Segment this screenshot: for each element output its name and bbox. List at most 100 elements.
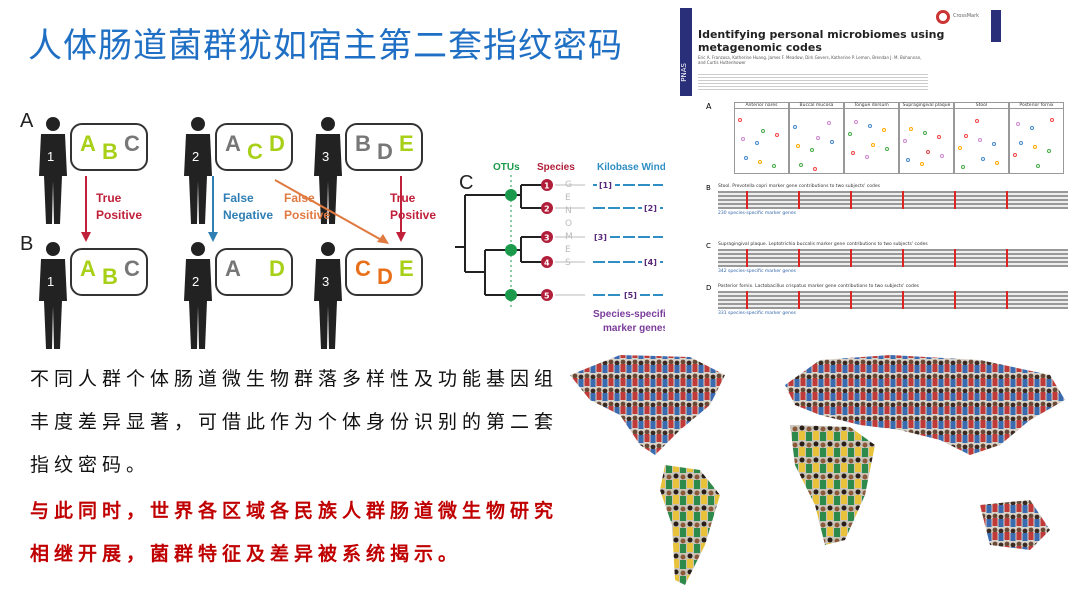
- microbe-letter: A: [225, 256, 241, 281]
- arrow-down: [208, 176, 218, 242]
- crossmark-icon: [936, 10, 950, 24]
- slide-title: 人体肠道菌群犹如宿主第二套指纹密码: [28, 26, 623, 66]
- panel-a-label: A: [20, 110, 34, 132]
- genomes-letter: S: [565, 258, 571, 268]
- person-silhouette-icon: 3: [314, 242, 342, 349]
- site-panel: Anterior nares: [734, 102, 789, 174]
- person-silhouette-icon: 2: [184, 242, 212, 349]
- marker-window: [5]: [624, 291, 637, 300]
- paragraph-diversity: 不同人群个体肠道微生物群落多样性及功能基因组丰度差异显著，可借此作为个体身份识别…: [30, 368, 559, 476]
- microbe-letter: D: [269, 256, 285, 281]
- microbe-letter: D: [377, 139, 393, 164]
- genomes-letter: N: [565, 206, 572, 216]
- paper-tab: [991, 10, 1001, 42]
- microbe-letter: E: [399, 131, 414, 156]
- microbe-letter: B: [355, 131, 371, 156]
- site-label: Anterior nares: [735, 103, 788, 109]
- otus-label: OTUs: [493, 162, 520, 173]
- arrow-label-line2: Positive: [96, 208, 143, 222]
- kilobase-label: Kilobase Windows: [597, 162, 665, 173]
- world-map-people-mosaic: [570, 355, 1065, 585]
- marker-gene-bars: [718, 291, 1068, 309]
- crossmark-label: CrossMark: [953, 13, 980, 19]
- site-panel: Stool: [954, 102, 1009, 174]
- species-node: [541, 289, 553, 301]
- paper-title: Identifying personal microbiomes using m…: [698, 28, 944, 54]
- site-panel: Supragingival plaque: [899, 102, 954, 174]
- genomes-letter: G: [565, 180, 572, 190]
- site-label: Posterior fornix: [1010, 103, 1063, 109]
- arrow-label-line2: Positive: [390, 208, 437, 222]
- person-number: 1: [47, 274, 54, 289]
- continent-south-america: [660, 465, 720, 585]
- arrow-diagonal: [274, 179, 389, 244]
- microbe-letter: D: [377, 264, 393, 289]
- paper-thumbnail: PNAS CrossMark Identifying personal micr…: [668, 0, 1073, 332]
- otu-node: [505, 189, 517, 201]
- arrow-label-line2: Positive: [284, 208, 331, 222]
- person-silhouette-icon: 2: [184, 117, 212, 224]
- arrow-label-line1: False: [223, 191, 254, 205]
- site-label: Stool: [955, 103, 1008, 109]
- marker-window: [4]: [644, 258, 657, 267]
- paper-authors: Eric A. Franzosa, Katherine Huang, James…: [698, 55, 922, 65]
- person-silhouette-icon: 1: [39, 117, 67, 224]
- person-number: 3: [322, 274, 329, 289]
- pnas-logo: PNAS: [680, 63, 688, 82]
- paragraph-highlight: 与此同时，世界各区域各民族人群肠道微生物研究相继开展，菌群特征及差异被系统揭示。: [30, 500, 559, 565]
- microbe-letter: D: [269, 131, 285, 156]
- person-number: 1: [47, 149, 54, 164]
- person-silhouette-icon: 1: [39, 242, 67, 349]
- paper-gene-count: 331 species-specific marker genes: [718, 311, 796, 316]
- paper-title-line2: metagenomic codes: [698, 41, 822, 54]
- paper-gene-count: 230 species-specific marker genes: [718, 211, 796, 216]
- microbe-letter: C: [124, 256, 140, 281]
- site-panel: Buccal mucosa: [789, 102, 844, 174]
- arrow-down: [396, 176, 406, 242]
- paper-gene-count: 342 species-specific marker genes: [718, 269, 796, 274]
- paper-title-line1: Identifying personal microbiomes using: [698, 28, 945, 41]
- paper-section-title: Posterior fornix. Lactobacillus crispatu…: [718, 284, 920, 289]
- species-node: [541, 231, 553, 243]
- species-id: 1: [544, 182, 550, 191]
- genomes-letter: O: [565, 219, 572, 229]
- panel-c-tree-diagram: C OTUs Species Kilobase Windows 1[1]2[2]…: [455, 162, 665, 334]
- microbe-letter: A: [80, 131, 96, 156]
- marker-label-1: Species-specific: [593, 309, 665, 320]
- arrow-label-line1: False: [284, 191, 315, 205]
- paper-panel-label: B: [706, 184, 711, 192]
- continent-north-america: [570, 355, 725, 455]
- site-label: Supragingival plaque: [900, 103, 953, 109]
- marker-gene-bars: [718, 249, 1068, 267]
- arrow-down: [81, 176, 91, 242]
- microbe-letter: E: [399, 256, 414, 281]
- species-node: [541, 202, 553, 214]
- paper-affiliations: [698, 72, 928, 90]
- marker-gene-bars: [718, 191, 1068, 209]
- site-label: Tongue dorsum: [845, 103, 898, 109]
- paper-panel-label: D: [706, 284, 712, 292]
- species-id: 5: [544, 292, 550, 301]
- paper-section-title: Supragingival plaque. Leptotrichia bucca…: [718, 242, 928, 247]
- microbe-letter: B: [102, 139, 118, 164]
- continent-australia: [980, 500, 1050, 550]
- continent-europe-asia: [785, 355, 1065, 455]
- species-id: 3: [544, 234, 550, 243]
- species-label: Species: [537, 162, 575, 173]
- species-id: 2: [544, 205, 550, 214]
- microbe-letter: A: [80, 256, 96, 281]
- microbe-letter: A: [225, 131, 241, 156]
- arrow-label-line1: True: [96, 191, 122, 205]
- microbe-letter: C: [124, 131, 140, 156]
- arrow-label-line1: True: [390, 191, 416, 205]
